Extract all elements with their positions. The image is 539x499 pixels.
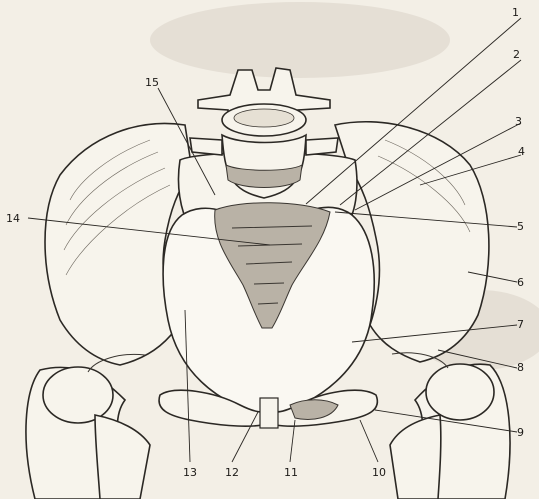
label-9: 9: [517, 426, 524, 439]
label-1: 1: [512, 6, 519, 19]
label-2: 2: [513, 48, 520, 61]
background-decoration: [150, 2, 450, 78]
label-7: 7: [517, 318, 524, 331]
label-8: 8: [517, 361, 524, 374]
label-14: 14: [6, 212, 20, 225]
label-5: 5: [517, 220, 524, 233]
label-4: 4: [518, 145, 525, 158]
label-13: 13: [183, 466, 197, 479]
label-12: 12: [225, 466, 239, 479]
left-femur: [26, 367, 150, 499]
right-femur: [390, 364, 510, 499]
label-3: 3: [515, 115, 522, 128]
leader-line-10: [360, 420, 378, 462]
label-11: 11: [284, 466, 298, 479]
label-15: 15: [145, 76, 159, 89]
label-6: 6: [517, 276, 524, 289]
label-10: 10: [372, 466, 386, 479]
